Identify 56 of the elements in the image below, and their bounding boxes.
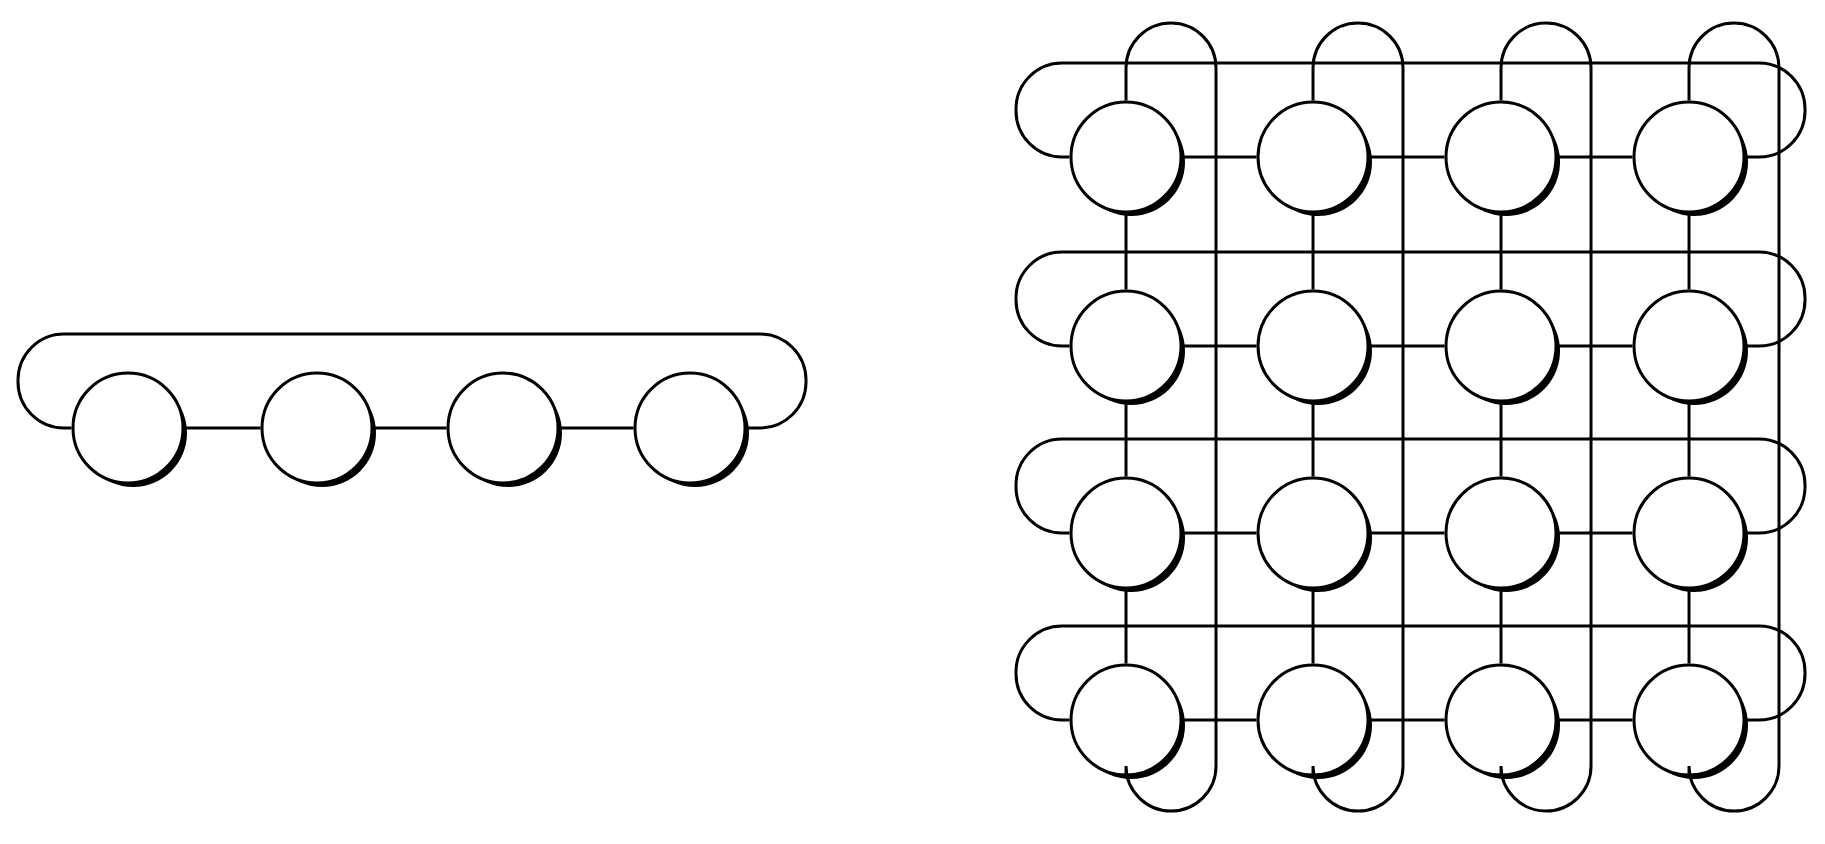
connector: [1124, 213, 1128, 290]
circle-node: [1444, 289, 1560, 405]
connector: [1557, 531, 1633, 535]
connector: [559, 426, 634, 430]
circle-node: [260, 371, 376, 487]
circle-node: [1256, 289, 1372, 405]
circle-node: [1444, 663, 1560, 779]
connector: [1499, 402, 1503, 477]
wraparound-connector: [1014, 624, 1807, 722]
circle-node: [71, 371, 187, 487]
connector: [1311, 213, 1315, 290]
connector: [1687, 213, 1691, 290]
connector: [1369, 344, 1445, 348]
connector: [1124, 589, 1128, 664]
wraparound-connector: [1124, 21, 1218, 813]
connector: [1124, 402, 1128, 477]
circle-node: [1256, 476, 1372, 592]
wraparound-connector: [16, 332, 808, 430]
wraparound-connector: [1014, 61, 1807, 159]
connector: [1369, 531, 1445, 535]
connector: [1311, 402, 1315, 477]
circle-node: [1256, 663, 1372, 779]
circle-node: [446, 371, 562, 487]
connector: [1369, 718, 1445, 722]
circle-node: [1444, 100, 1560, 216]
connector: [1557, 718, 1633, 722]
connector: [1557, 344, 1633, 348]
circle-node: [1256, 100, 1372, 216]
connector: [1499, 213, 1503, 290]
circle-node: [1069, 289, 1185, 405]
circle-node: [633, 371, 749, 487]
circle-node: [1069, 663, 1185, 779]
circle-node: [1632, 100, 1748, 216]
circle-node: [1632, 476, 1748, 592]
connector: [1687, 589, 1691, 664]
connector: [1182, 718, 1257, 722]
wraparound-connector: [1014, 250, 1807, 348]
wraparound-connector: [1499, 21, 1593, 813]
connector: [1499, 589, 1503, 664]
circle-node: [1632, 289, 1748, 405]
connector: [1182, 344, 1257, 348]
connector: [1182, 531, 1257, 535]
wraparound-connector: [1687, 21, 1781, 813]
connector: [184, 426, 261, 430]
circle-node: [1444, 476, 1560, 592]
circle-node: [1632, 663, 1748, 779]
connector: [1311, 589, 1315, 664]
circle-node: [1069, 476, 1185, 592]
connector: [1557, 155, 1633, 159]
connector: [1687, 402, 1691, 477]
connector: [1369, 155, 1445, 159]
wraparound-connector: [1014, 437, 1807, 535]
connector: [1182, 155, 1257, 159]
wraparound-connector: [1311, 21, 1405, 813]
connector: [373, 426, 447, 430]
circle-node: [1069, 100, 1185, 216]
